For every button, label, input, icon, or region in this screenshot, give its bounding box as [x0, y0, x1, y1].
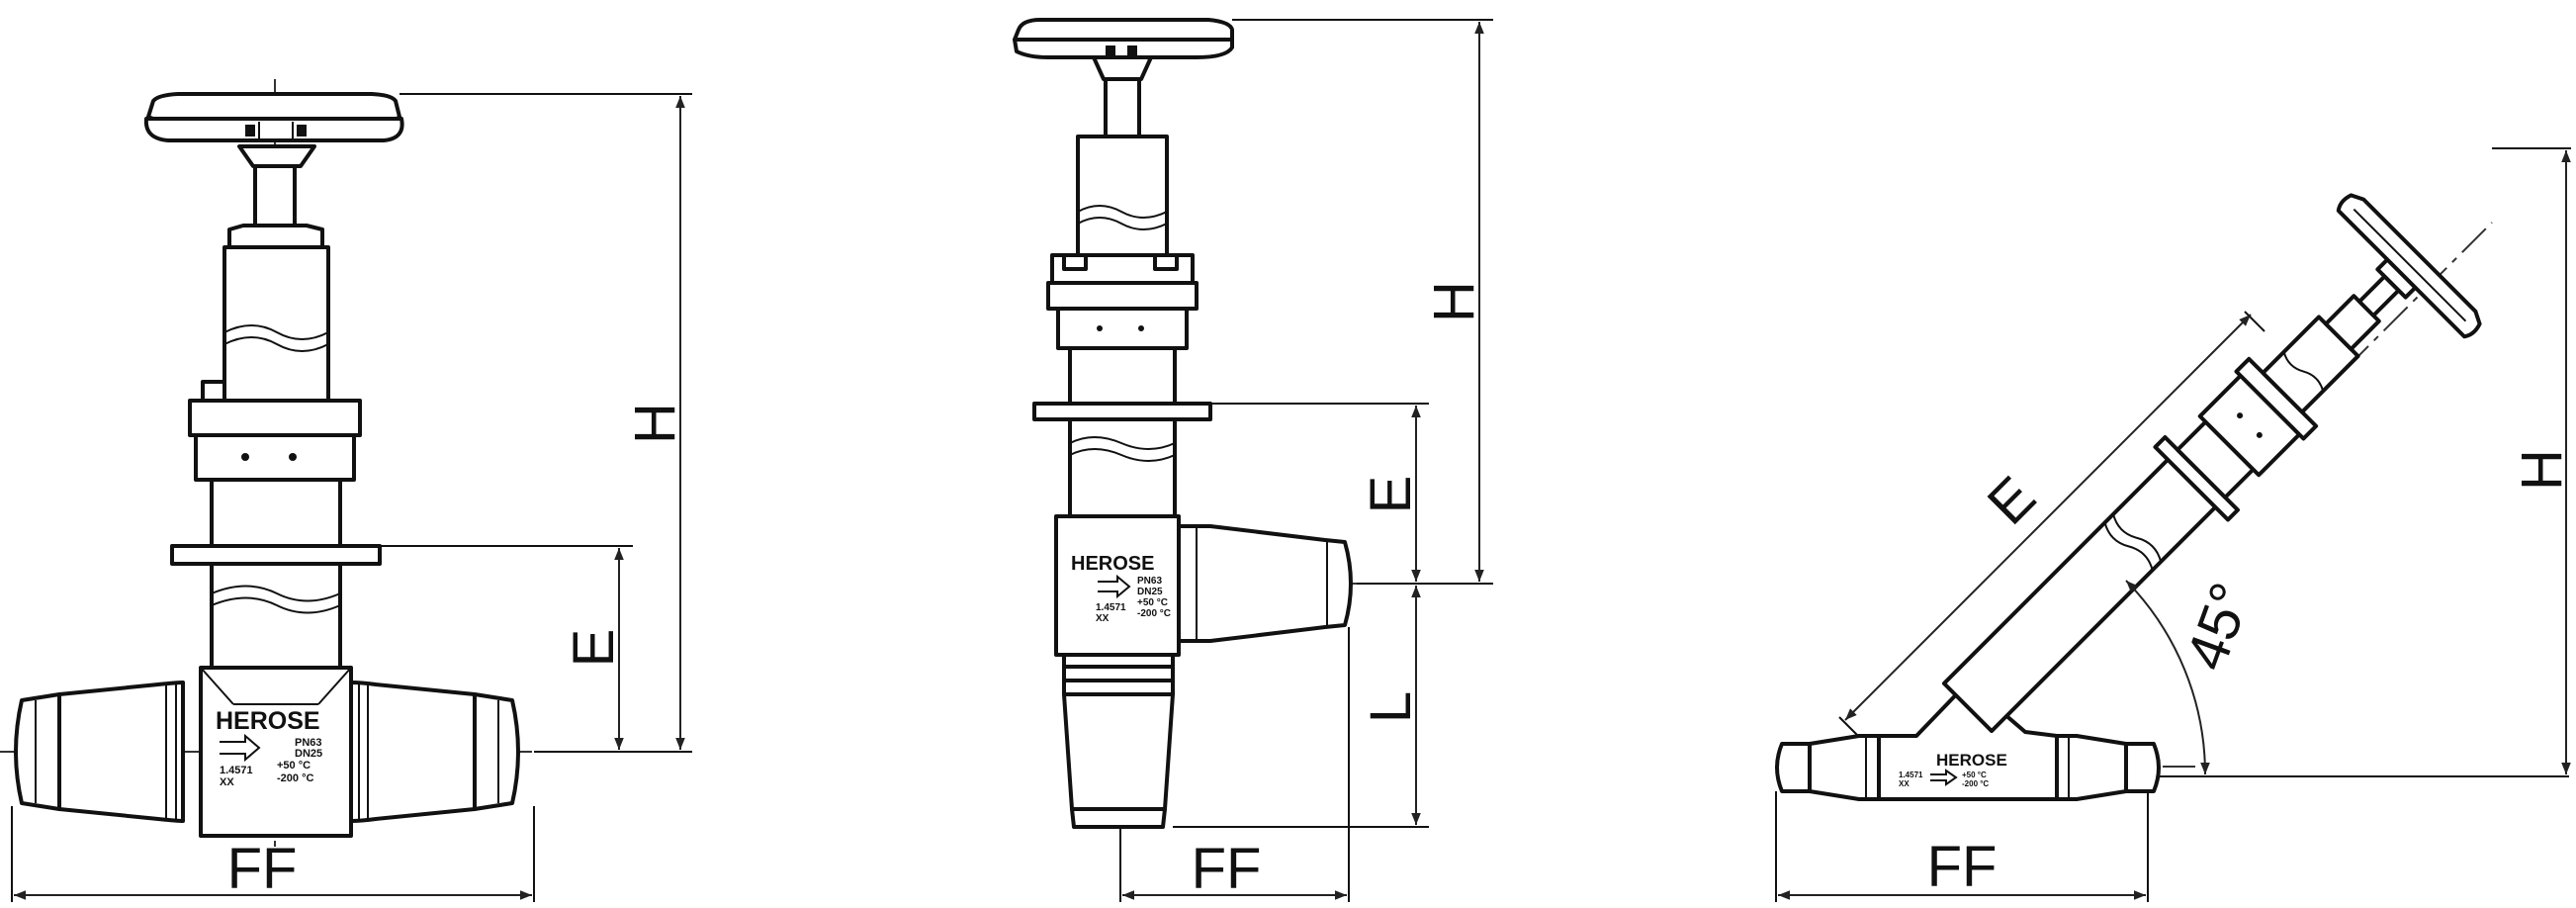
dim-E-label-3: E [1976, 465, 2048, 537]
brand-label-3: HEROSE [1936, 751, 2007, 770]
marking-pressure1-1: PN63 [295, 737, 322, 749]
dim-FF-label-1: FF [227, 837, 298, 901]
brand-label-2: HEROSE [1071, 553, 1154, 575]
angle-valve-view: HEROSE 1.4571 XX PN63 DN25 +50 °C -200 °… [1013, 18, 1493, 902]
marking-pressure1-2: PN63 [1137, 576, 1162, 587]
marking-pressure2-2: DN25 [1137, 587, 1163, 597]
marking-tmax-2: +50 °C [1137, 597, 1168, 608]
dim-FF-label-2: FF [1192, 837, 1262, 901]
dim-H-label-1: H [623, 403, 687, 444]
marking-tmin-2: -200 °C [1137, 608, 1171, 619]
marking-tmin-1: -200 °C [277, 772, 313, 784]
dim-E-label-1: E [562, 629, 626, 668]
marking-material-3: 1.4571 [1899, 771, 1923, 779]
dim-H-label-3: H [2510, 449, 2574, 491]
marking-tmax-1: +50 °C [277, 760, 311, 772]
dim-H-label-2: H [1422, 281, 1486, 322]
marking-tmax-3: +50 °C [1962, 771, 1987, 779]
y-valve-view: HEROSE 1.4571 XX +50 °C -200 °C [1775, 147, 2574, 902]
marking-material-2: 1.4571 [1096, 602, 1126, 613]
marking-pressure2-1: DN25 [295, 748, 322, 760]
marking-tmin-3: -200 °C [1962, 779, 1989, 788]
brand-label-1: HEROSE [216, 707, 320, 735]
straight-valve-view: HEROSE 1.4571 XX PN63 DN25 +50 °C -200 °… [0, 79, 692, 902]
angle-label-3: 45° [2174, 575, 2264, 679]
dim-L-label-2: L [1359, 691, 1423, 723]
marking-heat-2: XX [1096, 613, 1110, 624]
marking-heat-1: XX [220, 776, 234, 788]
marking-heat-3: XX [1899, 779, 1910, 788]
dim-E-label-2: E [1359, 476, 1423, 514]
marking-material-1: 1.4571 [220, 765, 253, 776]
dim-FF-label-3: FF [1927, 835, 1998, 899]
